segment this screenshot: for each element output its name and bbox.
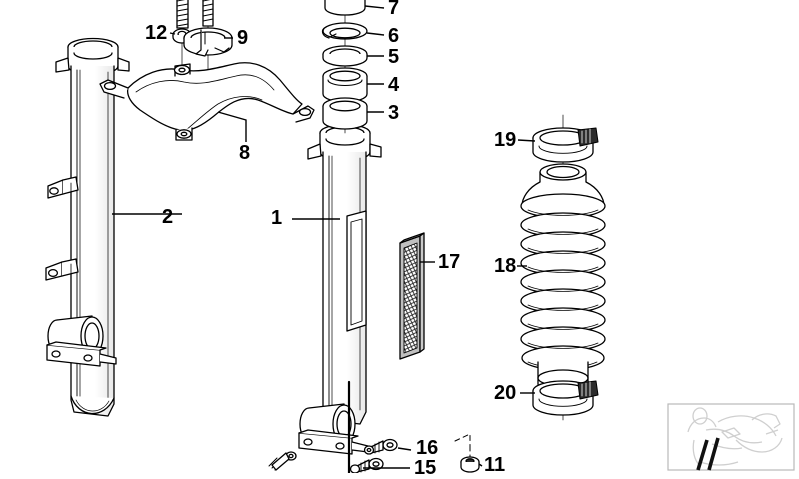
axle-clamp-left xyxy=(46,315,117,367)
part-washer-ring xyxy=(322,45,368,67)
callout-12: 12 xyxy=(145,22,168,44)
stud-bolt-right xyxy=(202,0,214,27)
callout-5: 5 xyxy=(388,46,400,68)
callout-3: 3 xyxy=(388,102,400,124)
reflector-recess xyxy=(346,210,367,332)
motorcycle-locator-inset xyxy=(667,403,795,471)
callout-4: 4 xyxy=(388,74,400,96)
callout-17: 17 xyxy=(438,251,461,273)
part-hose-clamp-lower xyxy=(532,380,599,416)
bottom-fasteners xyxy=(349,433,480,473)
axle-clamp-center xyxy=(298,403,369,455)
callout-15: 15 xyxy=(414,457,437,479)
part-cable-clip xyxy=(183,27,233,57)
callout-16: 16 xyxy=(416,437,439,459)
part-screw-lower xyxy=(349,457,384,473)
part-nut-lower-right xyxy=(454,433,480,473)
callout-20: 20 xyxy=(494,382,517,404)
callout-leaders xyxy=(112,5,536,469)
callout-2: 2 xyxy=(162,206,174,228)
part-fork-slider-tube-left xyxy=(45,37,130,417)
part-bearing-cap-top xyxy=(324,0,366,16)
top-fasteners xyxy=(172,0,233,101)
bellows-convolutions xyxy=(520,193,606,371)
part-fork-slider-tube-right xyxy=(268,123,382,471)
bearing-stack xyxy=(321,0,368,134)
screw-clamp-left xyxy=(268,451,297,471)
callout-6: 6 xyxy=(388,25,400,47)
callout-18: 18 xyxy=(494,255,517,277)
callout-11: 11 xyxy=(484,454,506,476)
part-rubber-bellows-boot xyxy=(520,114,606,421)
callout-1: 1 xyxy=(271,207,283,229)
part-circlip-snap-ring xyxy=(321,22,368,40)
callout-9: 9 xyxy=(237,27,249,49)
callout-8: 8 xyxy=(239,142,251,164)
callout-7: 7 xyxy=(388,0,400,19)
part-bearing-race-lower xyxy=(322,97,368,130)
part-mudguard-bracket xyxy=(99,62,315,141)
callout-19: 19 xyxy=(494,129,517,151)
part-bearing-race-upper xyxy=(322,67,368,103)
part-reflector xyxy=(399,232,425,360)
part-screw-upper xyxy=(363,438,398,455)
part-hose-clamp-upper xyxy=(532,127,599,163)
stud-bolt-left xyxy=(176,0,189,29)
